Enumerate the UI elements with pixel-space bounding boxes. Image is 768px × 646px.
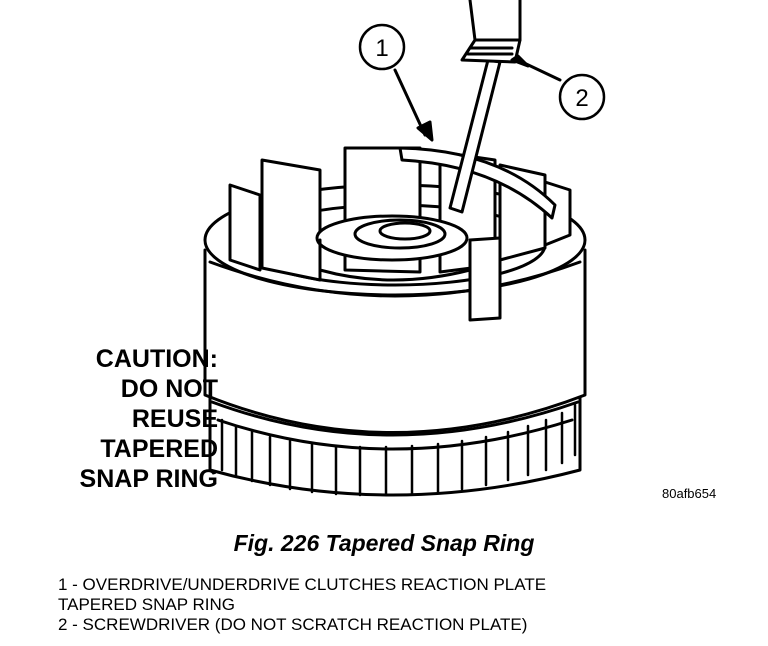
callout-2-number: 2 <box>575 85 588 112</box>
caution-line: DO NOT <box>120 375 218 403</box>
callout-1: 1 <box>358 23 406 71</box>
tapered-snap-ring <box>398 146 557 220</box>
caution-line: REUSE <box>131 405 218 433</box>
caution-line: CAUTION: <box>95 345 218 373</box>
caution-note: CAUTION: DO NOT REUSE TAPERED SNAP RING <box>40 344 218 494</box>
figure-code: 80afb654 <box>662 486 717 501</box>
callout-1-number: 1 <box>375 35 388 62</box>
callout-2: 2 <box>558 73 606 121</box>
screwdriver <box>448 0 522 214</box>
caution-line: TAPERED <box>100 435 218 463</box>
legend-line: 2 - SCREWDRIVER (DO NOT SCRATCH REACTION… <box>58 615 528 634</box>
legend-line: 1 - OVERDRIVE/UNDERDRIVE CLUTCHES REACTI… <box>58 575 547 594</box>
legend-line: TAPERED SNAP RING <box>58 595 235 614</box>
inner-hub <box>315 214 472 282</box>
callout-arrow-1 <box>393 68 434 142</box>
callout-arrow-2 <box>510 54 562 82</box>
caution-line: SNAP RING <box>79 465 218 493</box>
snap-ring-illustration: 1 2 <box>203 0 606 497</box>
figure-legend: 1 - OVERDRIVE/UNDERDRIVE CLUTCHES REACTI… <box>58 575 546 635</box>
figure-caption: Fig. 226 Tapered Snap Ring <box>233 530 535 556</box>
